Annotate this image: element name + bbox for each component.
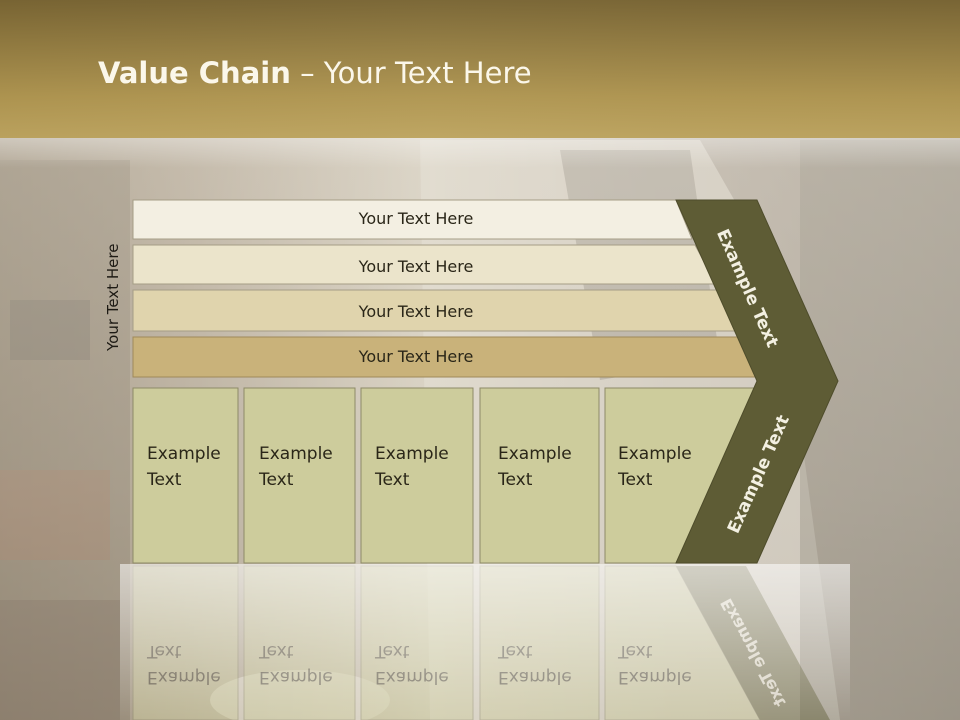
title-rest: – Your Text Here — [290, 56, 532, 90]
box-3-line-2: Text — [374, 470, 410, 490]
box-4-line-2: Text — [497, 470, 533, 490]
box-2 — [243, 387, 356, 564]
row-label-3: Your Text Here — [358, 302, 474, 321]
row-label-1: Your Text Here — [358, 209, 474, 228]
box-5-line-1: Example — [618, 444, 692, 464]
box-1-line-1: Example — [147, 444, 221, 464]
box-3 — [360, 387, 474, 564]
box-4 — [479, 387, 600, 564]
box-2-line-1: Example — [259, 444, 333, 464]
row-shape-1 — [132, 199, 693, 240]
title-band — [0, 0, 960, 138]
box-2-line-2: Text — [258, 470, 294, 490]
row-label-4: Your Text Here — [358, 347, 474, 366]
box-4-line-1: Example — [498, 444, 572, 464]
title-bold: Value Chain — [98, 56, 291, 90]
chevron-arrow — [675, 199, 839, 564]
box-1-line-2: Text — [146, 470, 182, 490]
box-3-line-1: Example — [375, 444, 449, 464]
box-1 — [132, 387, 239, 564]
reflection-fade — [120, 564, 850, 720]
box-5-line-2: Text — [617, 470, 653, 490]
row-label-2: Your Text Here — [358, 257, 474, 276]
slide-title: Value Chain – Your Text Here — [98, 56, 532, 90]
